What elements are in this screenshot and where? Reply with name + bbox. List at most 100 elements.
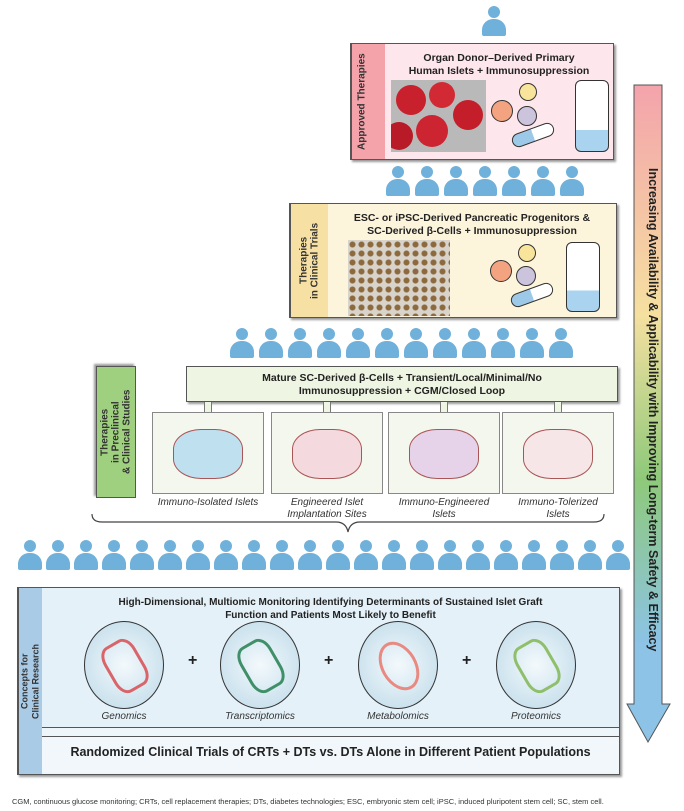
plus-sign: + xyxy=(324,652,334,669)
panel-illustration xyxy=(173,429,243,479)
caption-line: Immuno-Tolerized xyxy=(518,497,598,508)
person-icon xyxy=(520,328,544,358)
title-line: ESC- or iPSC-Derived Pancreatic Progenit… xyxy=(353,212,591,224)
person-icon xyxy=(466,540,490,570)
person-icon xyxy=(382,540,406,570)
person-icon xyxy=(550,540,574,570)
person-icon xyxy=(578,540,602,570)
red-islets-image xyxy=(391,80,486,152)
label-line: Therapies xyxy=(99,408,111,456)
person-icon xyxy=(444,166,468,196)
person-icon xyxy=(494,540,518,570)
pills-bottle-icon xyxy=(490,240,602,316)
title-line: SC-Derived β-Cells + Immunosuppression xyxy=(367,225,577,237)
approved-label-text: Approved Therapies xyxy=(356,53,368,150)
person-icon xyxy=(259,328,283,358)
title-line: Organ Donor–Derived Primary xyxy=(423,52,575,64)
pills-bottle-icon xyxy=(491,78,611,154)
caption-line: Islets xyxy=(546,509,570,520)
person-icon xyxy=(531,166,555,196)
panel-caption: Immuno-Isolated Islets xyxy=(146,497,270,509)
panel-illustration xyxy=(292,429,362,479)
person-icon xyxy=(288,328,312,358)
person-icon xyxy=(560,166,584,196)
person-icon xyxy=(214,540,238,570)
person-icon xyxy=(473,166,497,196)
person-icon xyxy=(158,540,182,570)
person-icon xyxy=(410,540,434,570)
panel-illustration xyxy=(523,429,593,479)
person-icon xyxy=(346,328,370,358)
plus-sign: + xyxy=(462,652,472,669)
arrow-label: Increasing Availability & Applicability … xyxy=(646,168,660,652)
person-icon xyxy=(482,6,506,36)
label-line: Clinical Research xyxy=(30,643,41,719)
footnote: CGM, continuous glucose monitoring; CRTs… xyxy=(12,797,604,806)
trials-panel: Randomized Clinical Trials of CRTs + DTs… xyxy=(42,736,619,772)
person-icon xyxy=(74,540,98,570)
label-line: in Clinical Trials xyxy=(309,222,321,299)
omics-label: Metabolomics xyxy=(367,711,429,722)
people-row xyxy=(386,166,584,196)
title-line: Immunosuppression + CGM/Closed Loop xyxy=(298,385,506,397)
therapy-panel xyxy=(271,412,383,494)
preclinical-title: Mature SC-Derived β-Cells + Transient/Lo… xyxy=(187,372,617,398)
increasing-arrow xyxy=(626,84,671,744)
therapy-panel xyxy=(152,412,264,494)
metabolomics-icon xyxy=(358,621,438,709)
clinical-title: ESC- or iPSC-Derived Pancreatic Progenit… xyxy=(328,212,616,238)
person-icon xyxy=(549,328,573,358)
people-row xyxy=(18,540,630,570)
person-icon xyxy=(462,328,486,358)
title-line: Mature SC-Derived β-Cells + Transient/Lo… xyxy=(262,372,542,384)
title-line: Function and Patients Most Likely to Ben… xyxy=(225,610,436,621)
title-line: Human Islets + Immunosuppression xyxy=(408,65,590,77)
person-icon xyxy=(298,540,322,570)
multiomic-title: High-Dimensional, Multiomic Monitoring I… xyxy=(42,596,619,622)
approved-label: Approved Therapies xyxy=(351,44,385,159)
label-line: Concepts for xyxy=(19,653,30,709)
caption-line: Implantation Sites xyxy=(287,509,367,520)
person-icon xyxy=(270,540,294,570)
title-line: High-Dimensional, Multiomic Monitoring I… xyxy=(118,597,543,608)
connector xyxy=(323,402,331,412)
caption-line: Engineered Islet xyxy=(290,497,364,508)
person-icon xyxy=(386,166,410,196)
omics-label: Proteomics xyxy=(510,711,561,722)
omics-label: Genomics xyxy=(101,711,147,722)
person-icon xyxy=(186,540,210,570)
preclinical-header: Mature SC-Derived β-Cells + Transient/Lo… xyxy=(186,366,618,402)
person-icon xyxy=(438,540,462,570)
omics-label: Transcriptomics xyxy=(225,711,295,722)
person-icon xyxy=(354,540,378,570)
person-icon xyxy=(326,540,350,570)
label-line: in Preclinical xyxy=(110,401,122,463)
person-icon xyxy=(491,328,515,358)
person-icon xyxy=(130,540,154,570)
therapy-panel xyxy=(388,412,500,494)
person-icon xyxy=(433,328,457,358)
connector xyxy=(554,402,562,412)
proteomics-icon xyxy=(496,621,576,709)
label-line: Therapies xyxy=(298,236,310,285)
person-icon xyxy=(242,540,266,570)
person-icon xyxy=(415,166,439,196)
person-icon xyxy=(102,540,126,570)
person-icon xyxy=(606,540,630,570)
caption-line: Immuno-Engineered xyxy=(398,497,490,508)
person-icon xyxy=(230,328,254,358)
therapy-panel xyxy=(502,412,614,494)
transcriptomics-icon xyxy=(220,621,300,709)
grouping-brace xyxy=(91,513,605,533)
connector xyxy=(204,402,212,412)
person-icon xyxy=(18,540,42,570)
connector xyxy=(440,402,448,412)
caption-line: Islets xyxy=(432,509,456,520)
approved-therapies-box: Approved Therapies Organ Donor–Derived P… xyxy=(350,43,614,160)
